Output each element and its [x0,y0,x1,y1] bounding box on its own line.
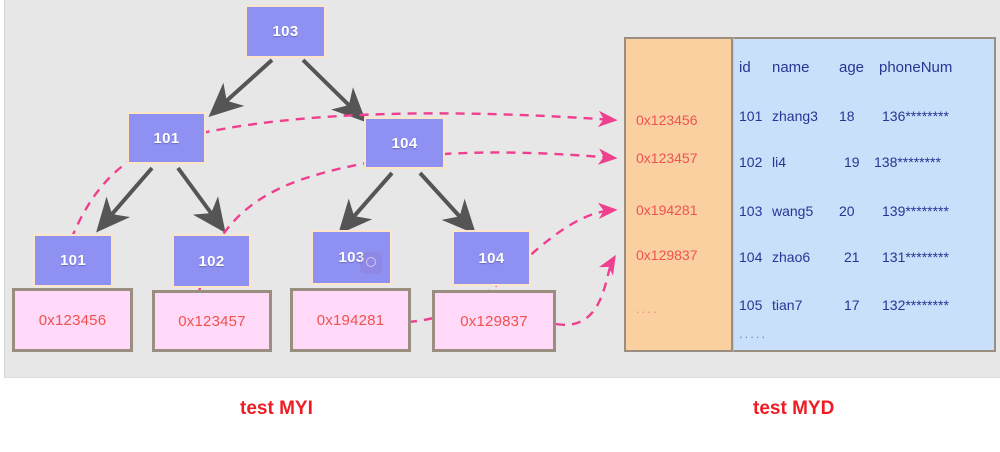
watermark-icon [360,252,382,274]
column-header-phone: phoneNum [879,59,953,76]
tree-leaf-101[interactable]: 101 [33,234,113,287]
cell-phone: 136******** [882,108,949,124]
cell-id: 101 [739,108,763,124]
column-header-age: age [839,59,865,76]
cell-age: 19 [844,154,860,170]
cell-name: tian7 [772,297,803,313]
cell-age: 18 [839,108,855,124]
cell-age: 21 [844,249,860,265]
cell-age: 20 [839,203,855,219]
cell-id: 102 [739,154,763,170]
tree-node-level2-104[interactable]: 104 [364,117,445,169]
table-row[interactable]: 101 zhang3 18 136******** [734,108,994,128]
tree-leaf-103[interactable]: 103 [311,230,392,285]
tree-node-root[interactable]: 103 [245,5,326,58]
myd-address-3[interactable]: 0x129837 [636,247,698,263]
leaf-pointer-box-103[interactable]: 0x194281 [290,288,411,352]
table-row[interactable]: 103 wang5 20 139******** [734,203,994,223]
myd-address-1[interactable]: 0x123457 [636,150,698,166]
table-header-row: id name age phoneNum [734,59,994,79]
caption-myd: test MYD [753,398,835,419]
column-header-id: id [739,59,751,76]
tree-leaf-102[interactable]: 102 [172,234,251,288]
tree-node-level2-101[interactable]: 101 [127,112,206,164]
cell-phone: 138******** [874,154,941,170]
myd-address-2[interactable]: 0x194281 [636,202,698,218]
myd-address-column: 0x123456 0x123457 0x194281 0x129837 .... [624,37,733,352]
table-row[interactable]: 104 zhao6 21 131******** [734,249,994,269]
cell-name: zhang3 [772,108,818,124]
cell-id: 103 [739,203,763,219]
cell-phone: 139******** [882,203,949,219]
leaf-pointer-box-101[interactable]: 0x123456 [12,288,133,352]
leaf-pointer-box-102[interactable]: 0x123457 [152,290,272,352]
cell-age: 17 [844,297,860,313]
table-row-ellipsis: ..... [734,326,994,346]
column-header-name: name [772,59,810,76]
cell-phone: 132******** [882,297,949,313]
cell-id: 104 [739,249,763,265]
cell-phone: 131******** [882,249,949,265]
tree-leaf-104[interactable]: 104 [452,230,531,286]
cell-name: li4 [772,154,787,170]
myd-address-0[interactable]: 0x123456 [636,112,698,128]
cell-name: wang5 [772,203,814,219]
myd-address-ellipsis: .... [636,301,659,316]
leaf-pointer-box-104[interactable]: 0x129837 [432,290,556,352]
table-row[interactable]: 105 tian7 17 132******** [734,297,994,317]
myd-data-table: id name age phoneNum 101 zhang3 18 136**… [733,37,996,352]
table-ellipsis-text: ..... [739,326,768,341]
cell-name: zhao6 [772,249,811,265]
cell-id: 105 [739,297,763,313]
table-row[interactable]: 102 li4 19 138******** [734,154,994,174]
caption-myi: test MYI [240,398,313,419]
